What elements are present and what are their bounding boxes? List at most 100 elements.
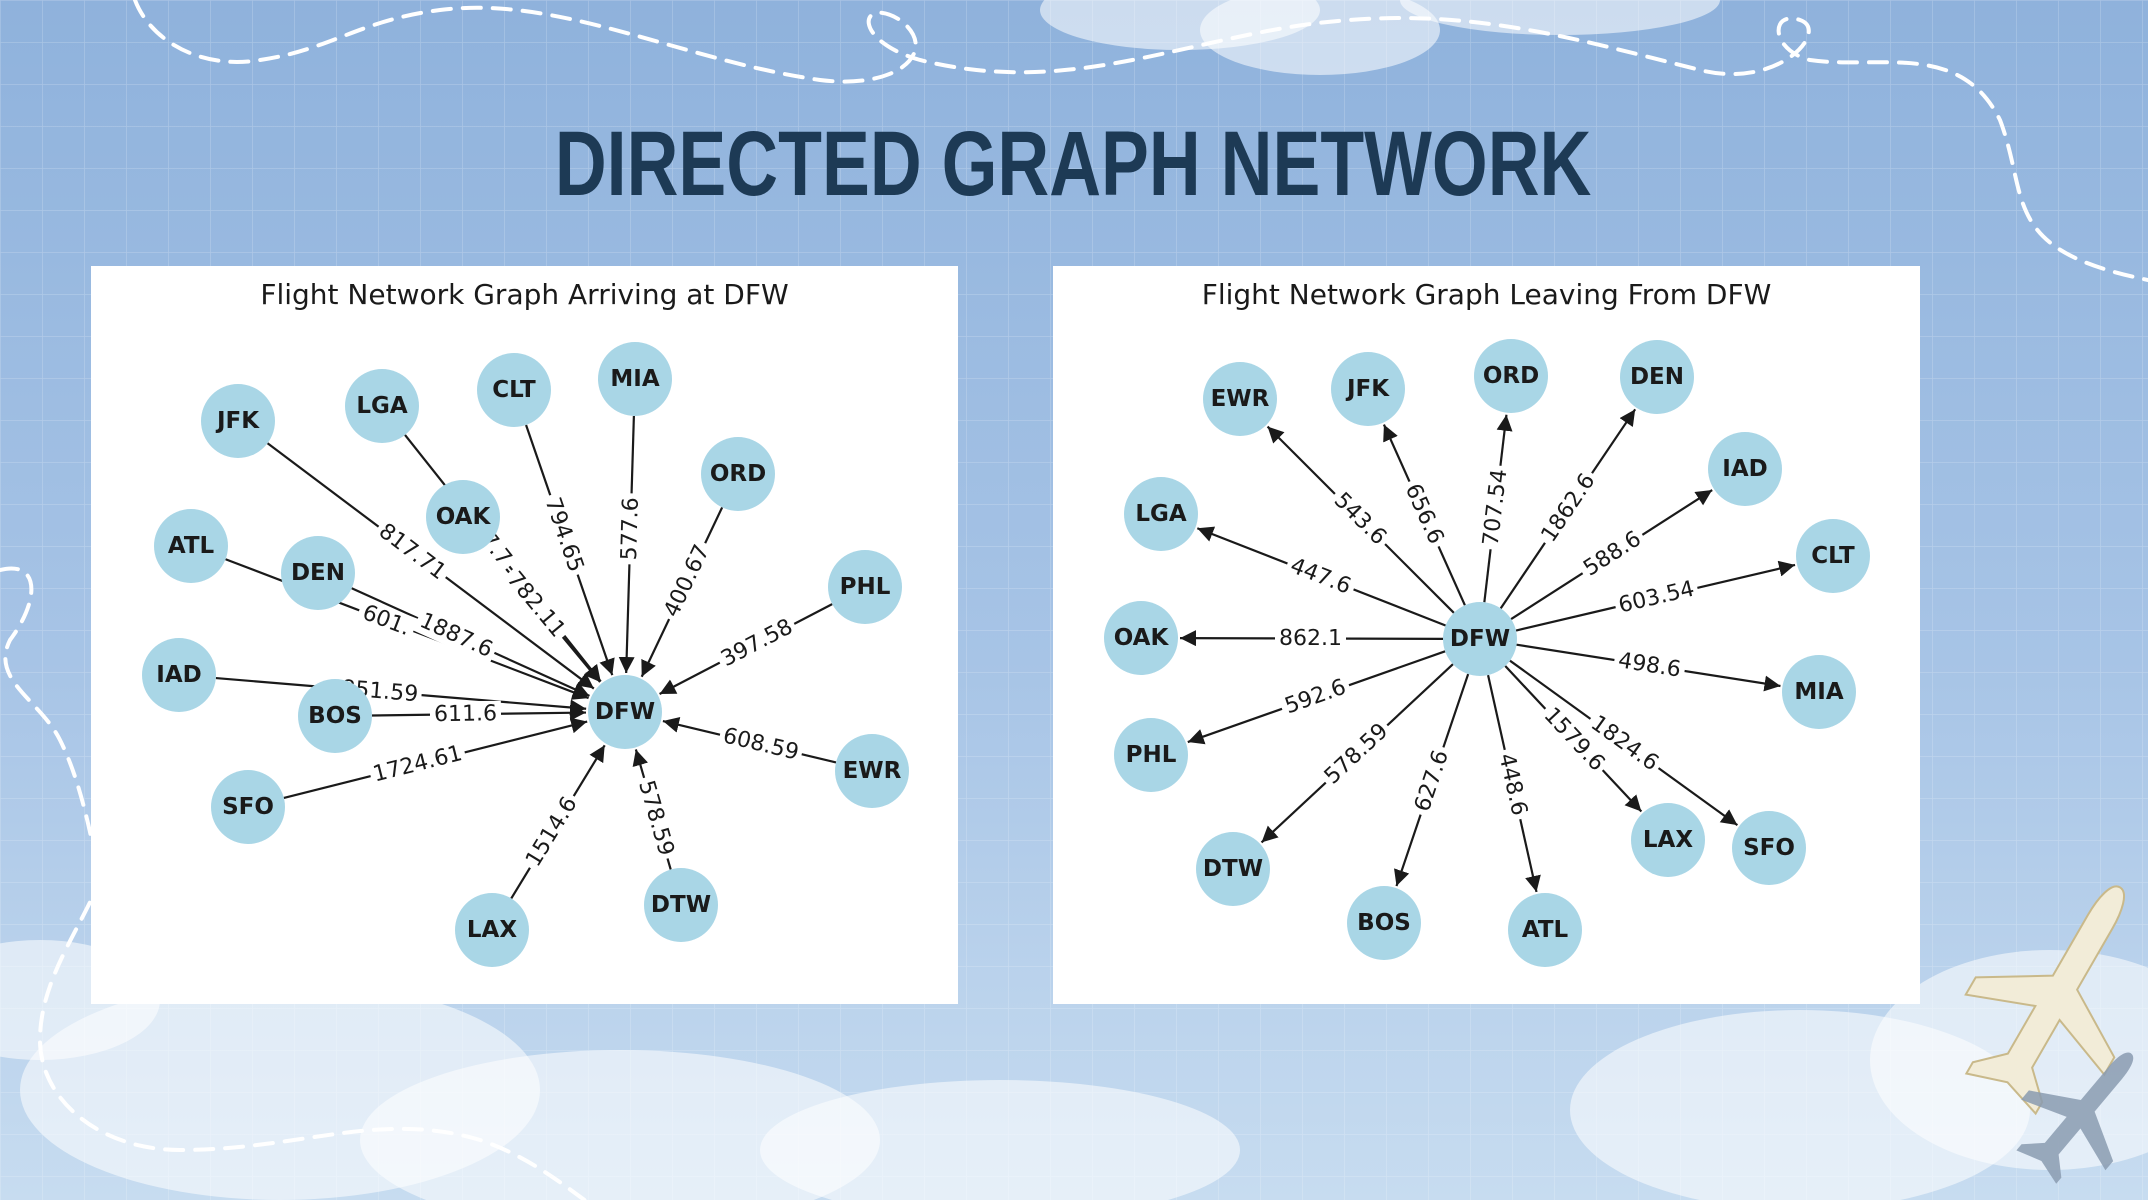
node-circle [835, 734, 909, 808]
edge-weight-label: 578.59 [1320, 719, 1393, 790]
node-label: EWR [843, 758, 902, 784]
node-circle [426, 480, 500, 554]
node-label: DFW [595, 699, 655, 725]
node-circle [142, 638, 216, 712]
edge-weight-label: 400.67 [659, 541, 715, 621]
node-label: BOS [308, 703, 362, 729]
edge-label-bg [716, 722, 805, 767]
airport-node-dtw: DTW [644, 868, 718, 942]
node-circle [1104, 601, 1178, 675]
node-circle [1631, 803, 1705, 877]
node-circle [1796, 519, 1870, 593]
airport-node-clt: CLT [1796, 519, 1870, 593]
node-circle [154, 509, 228, 583]
node-label: PHL [840, 574, 891, 600]
edge-label-ord: 400.67 [657, 537, 717, 625]
edge-weight-label: 782.11 [502, 567, 570, 642]
airport-node-lga: LGA [1124, 477, 1198, 551]
airport-node-den: DEN [1620, 340, 1694, 414]
node-label: LGA [356, 393, 408, 419]
edge-weight-label: 592.6 [1282, 675, 1350, 720]
airport-node-iad: IAD [1708, 432, 1782, 506]
node-circle [1203, 362, 1277, 436]
edge-label-bg [631, 774, 680, 863]
edge-label-bg [499, 564, 573, 646]
edge-label-mia: 577.6 [616, 492, 645, 565]
node-circle [1347, 886, 1421, 960]
edge-weight-label: 656.6 [1400, 480, 1449, 548]
edge-label-jfk: 656.6 [1397, 476, 1451, 552]
edge-label-oak: 862.1 [1274, 625, 1347, 652]
edge-weight-label: 601. [359, 600, 414, 641]
edge-weight-label: 627.6 [1410, 747, 1454, 815]
edge-label-bg [354, 598, 419, 644]
edge-label-phl: 592.6 [1277, 672, 1354, 722]
airport-node-jfk: JFK [201, 384, 275, 458]
node-circle [1508, 893, 1582, 967]
node-circle [1124, 477, 1198, 551]
edge-weight-label: 498.6 [1616, 648, 1682, 682]
airport-node-dtw: DTW [1196, 832, 1270, 906]
node-circle [1708, 432, 1782, 506]
edge-label-bg [1477, 464, 1514, 551]
airport-node-den: DEN [281, 536, 355, 610]
node-label: LGA [1135, 501, 1187, 527]
airport-node-oak: OAK [1104, 601, 1178, 675]
inbound-graph-title: Flight Network Graph Arriving at DFW [260, 278, 789, 311]
edge-weight-label: 862.1 [1279, 626, 1342, 651]
node-circle [1782, 655, 1856, 729]
airport-node-atl: ATL [1508, 893, 1582, 967]
edge-label-ewr: 543.6 [1325, 484, 1395, 554]
node-circle [828, 550, 902, 624]
node-circle [1114, 718, 1188, 792]
node-label: EWR [1211, 386, 1270, 412]
edge-label-oak: 782.11 [499, 564, 573, 646]
edge-label-den: 1862.6 [1534, 465, 1603, 551]
node-circle [201, 384, 275, 458]
node-label: DFW [1450, 626, 1510, 652]
outbound-graph-panel: Flight Network Graph Leaving From DFW 54… [1053, 266, 1920, 1004]
node-label: JFK [1345, 376, 1390, 402]
edge-label-clt: 603.54 [1612, 575, 1701, 620]
edge-label-bg [1492, 747, 1533, 822]
airport-node-ord: ORD [701, 437, 775, 511]
edge-label-bg [1534, 465, 1603, 551]
node-circle [477, 353, 551, 427]
edge-label-den: 1887.6 [412, 606, 500, 665]
edge-weight-label: 1887.6 [416, 608, 496, 663]
edge-weight-label: 603.54 [1616, 577, 1697, 619]
node-label: OAK [436, 504, 492, 530]
edge-label-bg [1582, 708, 1667, 779]
edge-label-bg [1612, 647, 1687, 684]
node-circle [588, 675, 662, 749]
airport-node-phl: PHL [828, 550, 902, 624]
edge-label-lga: 447.6 [1282, 551, 1359, 602]
node-circle [644, 868, 718, 942]
node-label: ORD [710, 461, 766, 487]
slide-title: DIRECTED GRAPH NETWORK [554, 113, 1592, 215]
node-label: ATL [168, 533, 215, 559]
edge-weight-label: 1862.6 [1537, 469, 1601, 547]
edge-weight-label: 608.59 [721, 723, 802, 765]
node-circle [298, 679, 372, 753]
node-label: MIA [610, 366, 659, 392]
airplane-icon [1964, 885, 2125, 1116]
node-circle [598, 342, 672, 416]
airport-node-lga: LGA [345, 369, 419, 443]
airport-node-iad: IAD [142, 638, 216, 712]
hub-node-dfw: DFW [1443, 602, 1517, 676]
node-circle [1443, 602, 1517, 676]
edge-label-bg [1316, 715, 1397, 793]
edge-label-bg [1282, 551, 1359, 602]
airport-node-ord: ORD [1474, 339, 1548, 413]
edge-label-bg [713, 612, 801, 675]
edge-label-sfo: 1724.61 [367, 739, 468, 789]
edge-label-bg [1277, 672, 1354, 722]
node-circle [1732, 811, 1806, 885]
node-circle [1331, 352, 1405, 426]
